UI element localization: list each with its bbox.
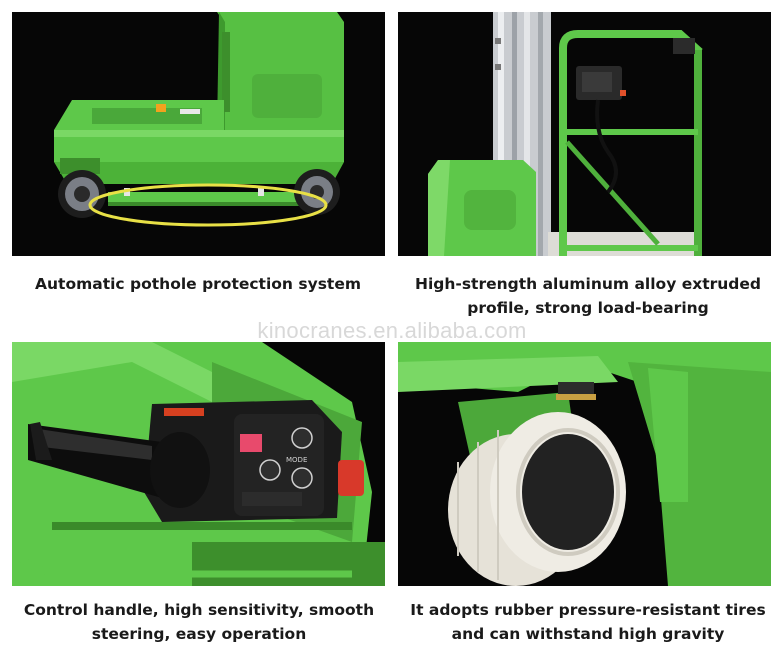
mode-label: MODE — [286, 456, 307, 464]
caption-aluminum-mast: High-strength aluminum alloy extruded pr… — [392, 272, 784, 320]
emergency-stop-button[interactable] — [338, 460, 364, 496]
wheel-hub — [522, 434, 614, 550]
caption-pothole-protection: Automatic pothole protection system — [0, 272, 396, 296]
left-button[interactable] — [259, 459, 281, 481]
control-handle-illustration: MODE — [12, 342, 385, 586]
photo-aluminum-mast — [398, 12, 771, 256]
caption-rubber-tire: It adopts rubber pressure-resistant tire… — [392, 598, 784, 646]
photo-pothole-protection — [12, 12, 385, 256]
watermark: kinocranes.en.alibaba.com — [257, 318, 527, 343]
caption-line: High-strength aluminum alloy extruded — [414, 275, 762, 293]
rubber-tire-illustration — [398, 342, 771, 586]
caption-line: steering, easy operation — [91, 625, 307, 643]
caption-line: Control handle, high sensitivity, smooth — [23, 601, 375, 619]
photo-rubber-tire — [398, 342, 771, 586]
caption-control-handle: Control handle, high sensitivity, smooth… — [0, 598, 398, 646]
photo-control-handle: MODE — [12, 342, 385, 586]
up-button[interactable] — [291, 427, 313, 449]
caption-line: and can withstand high gravity — [451, 625, 725, 643]
caption-line: Automatic pothole protection system — [35, 275, 361, 293]
caption-line: profile, strong load-bearing — [467, 299, 709, 317]
pothole-protection-illustration — [54, 12, 344, 227]
caption-line: It adopts rubber pressure-resistant tire… — [410, 601, 766, 619]
highlight-ellipse — [88, 183, 328, 227]
aluminum-mast-illustration — [428, 12, 703, 256]
mode-button[interactable] — [291, 467, 313, 489]
digital-display — [240, 434, 262, 452]
